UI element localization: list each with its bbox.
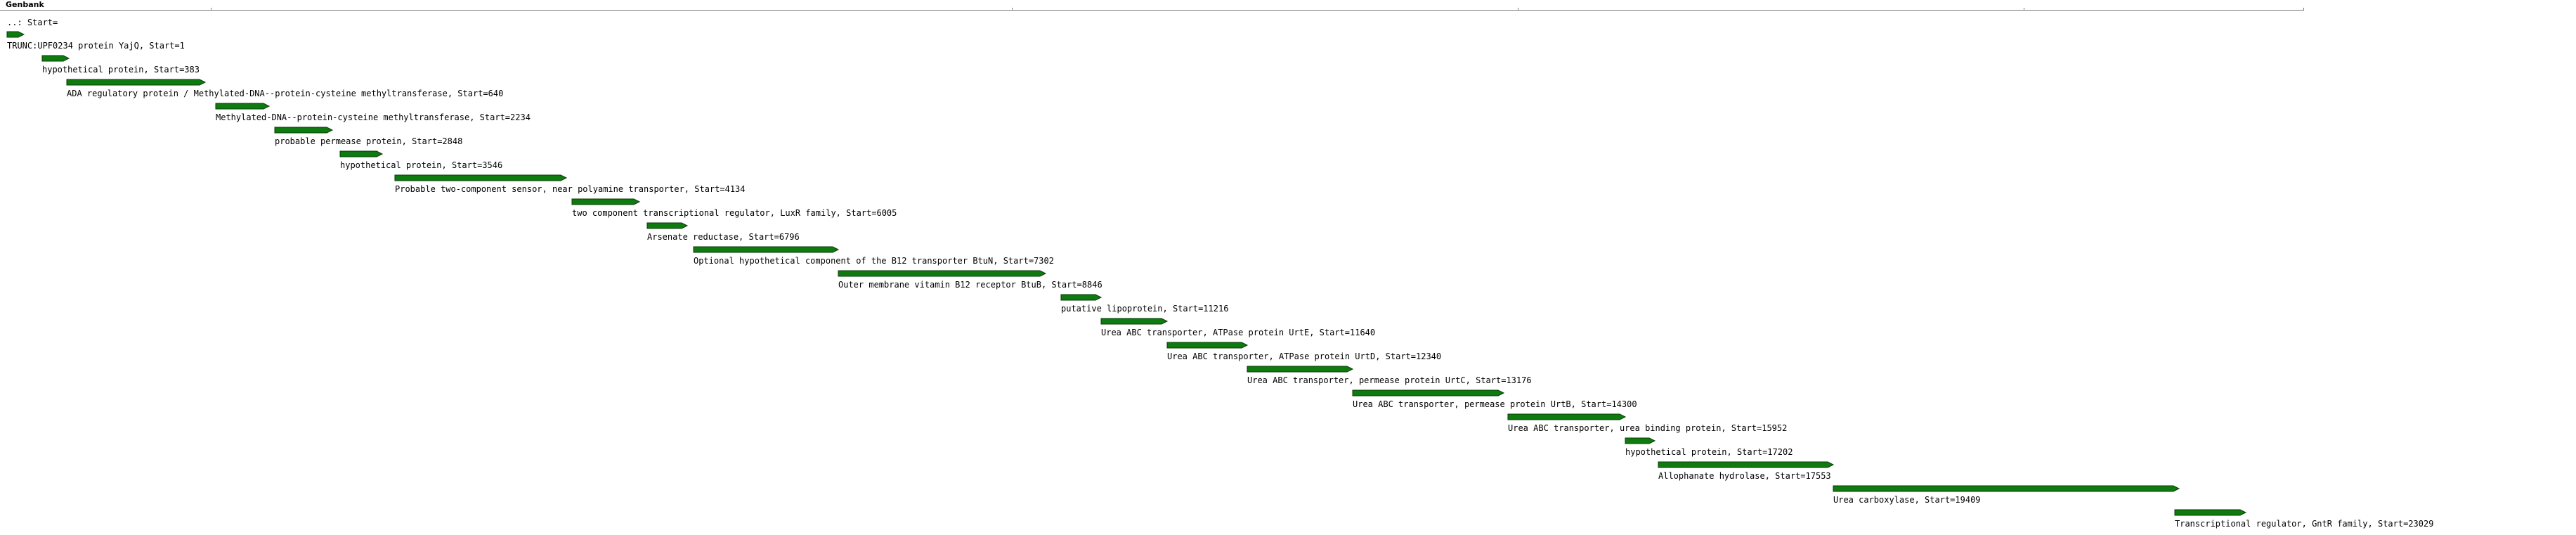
gene-arrow[interactable]: [2174, 509, 2247, 516]
gene-label[interactable]: probable permease protein, Start=2848: [275, 136, 463, 146]
gene-arrow[interactable]: [646, 222, 689, 229]
gene-label[interactable]: Urea ABC transporter, ATPase protein Urt…: [1101, 328, 1376, 337]
gene-label[interactable]: Transcriptional regulator, GntR family, …: [2175, 519, 2434, 529]
gene-label[interactable]: hypothetical protein, Start=3546: [340, 160, 503, 170]
gene-arrow[interactable]: [1247, 366, 1354, 373]
gene-label[interactable]: Allophanate hydrolase, Start=17553: [1658, 471, 1831, 481]
gene-arrow[interactable]: [339, 150, 384, 157]
gene-label[interactable]: Urea ABC transporter, permease protein U…: [1353, 399, 1637, 409]
gene-label[interactable]: TRUNC:UPF0234 protein YajQ, Start=1: [7, 41, 185, 51]
gene-arrow[interactable]: [1658, 461, 1835, 468]
track-title: Genbank: [6, 0, 44, 9]
gene-label[interactable]: Arsenate reductase, Start=6796: [647, 232, 800, 242]
gene-arrow[interactable]: [1352, 389, 1505, 397]
gene-label[interactable]: Urea ABC transporter, ATPase protein Urt…: [1167, 352, 1442, 361]
gene-arrow[interactable]: [1833, 485, 2180, 492]
gene-arrow[interactable]: [693, 246, 840, 253]
ruler-tick: [2303, 8, 2304, 11]
gene-arrow[interactable]: [6, 31, 25, 38]
gene-label[interactable]: Urea ABC transporter, permease protein U…: [1247, 375, 1532, 385]
gene-arrow[interactable]: [66, 79, 207, 86]
gene-arrow[interactable]: [1100, 318, 1169, 325]
gene-arrow[interactable]: [215, 103, 271, 110]
gene-label[interactable]: Methylated-DNA--protein-cysteine methylt…: [216, 112, 531, 122]
gene-arrow[interactable]: [41, 55, 70, 62]
gene-label[interactable]: hypothetical protein, Start=17202: [1625, 447, 1793, 457]
gene-label[interactable]: Urea carboxylase, Start=19409: [1833, 495, 1981, 505]
gene-arrow[interactable]: [1507, 413, 1627, 420]
gene-label[interactable]: Outer membrane vitamin B12 receptor BtuB…: [838, 280, 1102, 290]
gene-label[interactable]: two component transcriptional regulator,…: [572, 208, 897, 218]
gene-arrow[interactable]: [838, 270, 1047, 277]
gene-arrow[interactable]: [274, 127, 334, 134]
ruler-tick: [211, 8, 212, 11]
gene-arrow[interactable]: [571, 198, 641, 205]
ruler-line: [0, 10, 2303, 11]
ruler-tick: [1012, 8, 1013, 11]
gene-label[interactable]: Probable two-component sensor, near poly…: [395, 184, 746, 194]
gene-arrow[interactable]: [1166, 342, 1249, 349]
gene-label[interactable]: Urea ABC transporter, urea binding prote…: [1508, 423, 1788, 433]
gene-arrow[interactable]: [394, 174, 568, 181]
gene-label[interactable]: Optional hypothetical component of the B…: [694, 256, 1054, 266]
gene-arrow[interactable]: [1060, 294, 1102, 301]
gene-label[interactable]: hypothetical protein, Start=383: [42, 65, 200, 75]
gene-arrow[interactable]: [1625, 437, 1656, 444]
partial-feature-label[interactable]: ..: Start=: [7, 18, 58, 27]
gene-label[interactable]: putative lipoprotein, Start=11216: [1061, 304, 1229, 314]
gene-label[interactable]: ADA regulatory protein / Methylated-DNA-…: [67, 89, 504, 98]
